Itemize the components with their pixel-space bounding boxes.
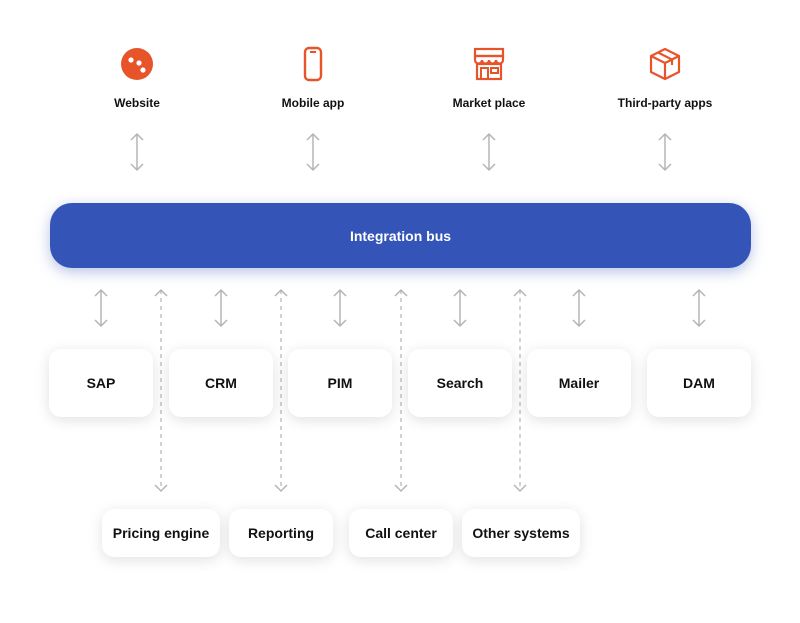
- channel-label: Website: [114, 96, 160, 110]
- external-reporting: Reporting: [229, 509, 333, 557]
- channel-mobile-connector: [306, 132, 320, 172]
- external-pricing-connector: [154, 288, 168, 493]
- external-callcenter-connector: [394, 288, 408, 493]
- system-sap: SAP: [49, 349, 153, 417]
- channel-third-party-apps: Third-party apps: [585, 46, 745, 110]
- channel-thirdparty-connector: [658, 132, 672, 172]
- storefront-icon: [473, 47, 505, 81]
- system-mailer-connector: [572, 288, 586, 328]
- channel-market-place: Market place: [409, 46, 569, 110]
- system-pim-connector: [333, 288, 347, 328]
- channel-label: Market place: [452, 96, 526, 110]
- package-box-icon: [649, 47, 681, 81]
- website-dots-icon: [121, 48, 153, 80]
- system-dam: DAM: [647, 349, 751, 417]
- system-crm: CRM: [169, 349, 273, 417]
- mobile-phone-icon: [303, 46, 323, 82]
- channel-website: Website: [57, 46, 217, 110]
- external-call-center: Call center: [349, 509, 453, 557]
- system-crm-connector: [214, 288, 228, 328]
- channel-marketplace-connector: [482, 132, 496, 172]
- system-dam-connector: [692, 288, 706, 328]
- integration-bus: Integration bus: [50, 203, 751, 268]
- channel-label: Mobile app: [281, 96, 345, 110]
- system-pim: PIM: [288, 349, 392, 417]
- external-pricing-engine: Pricing engine: [102, 509, 220, 557]
- external-other-systems: Other systems: [462, 509, 580, 557]
- channel-mobile-app: Mobile app: [233, 46, 393, 110]
- system-search: Search: [408, 349, 512, 417]
- system-search-connector: [453, 288, 467, 328]
- external-other-connector: [513, 288, 527, 493]
- channel-website-connector: [130, 132, 144, 172]
- system-mailer: Mailer: [527, 349, 631, 417]
- system-sap-connector: [94, 288, 108, 328]
- external-reporting-connector: [274, 288, 288, 493]
- channel-label: Third-party apps: [617, 96, 713, 110]
